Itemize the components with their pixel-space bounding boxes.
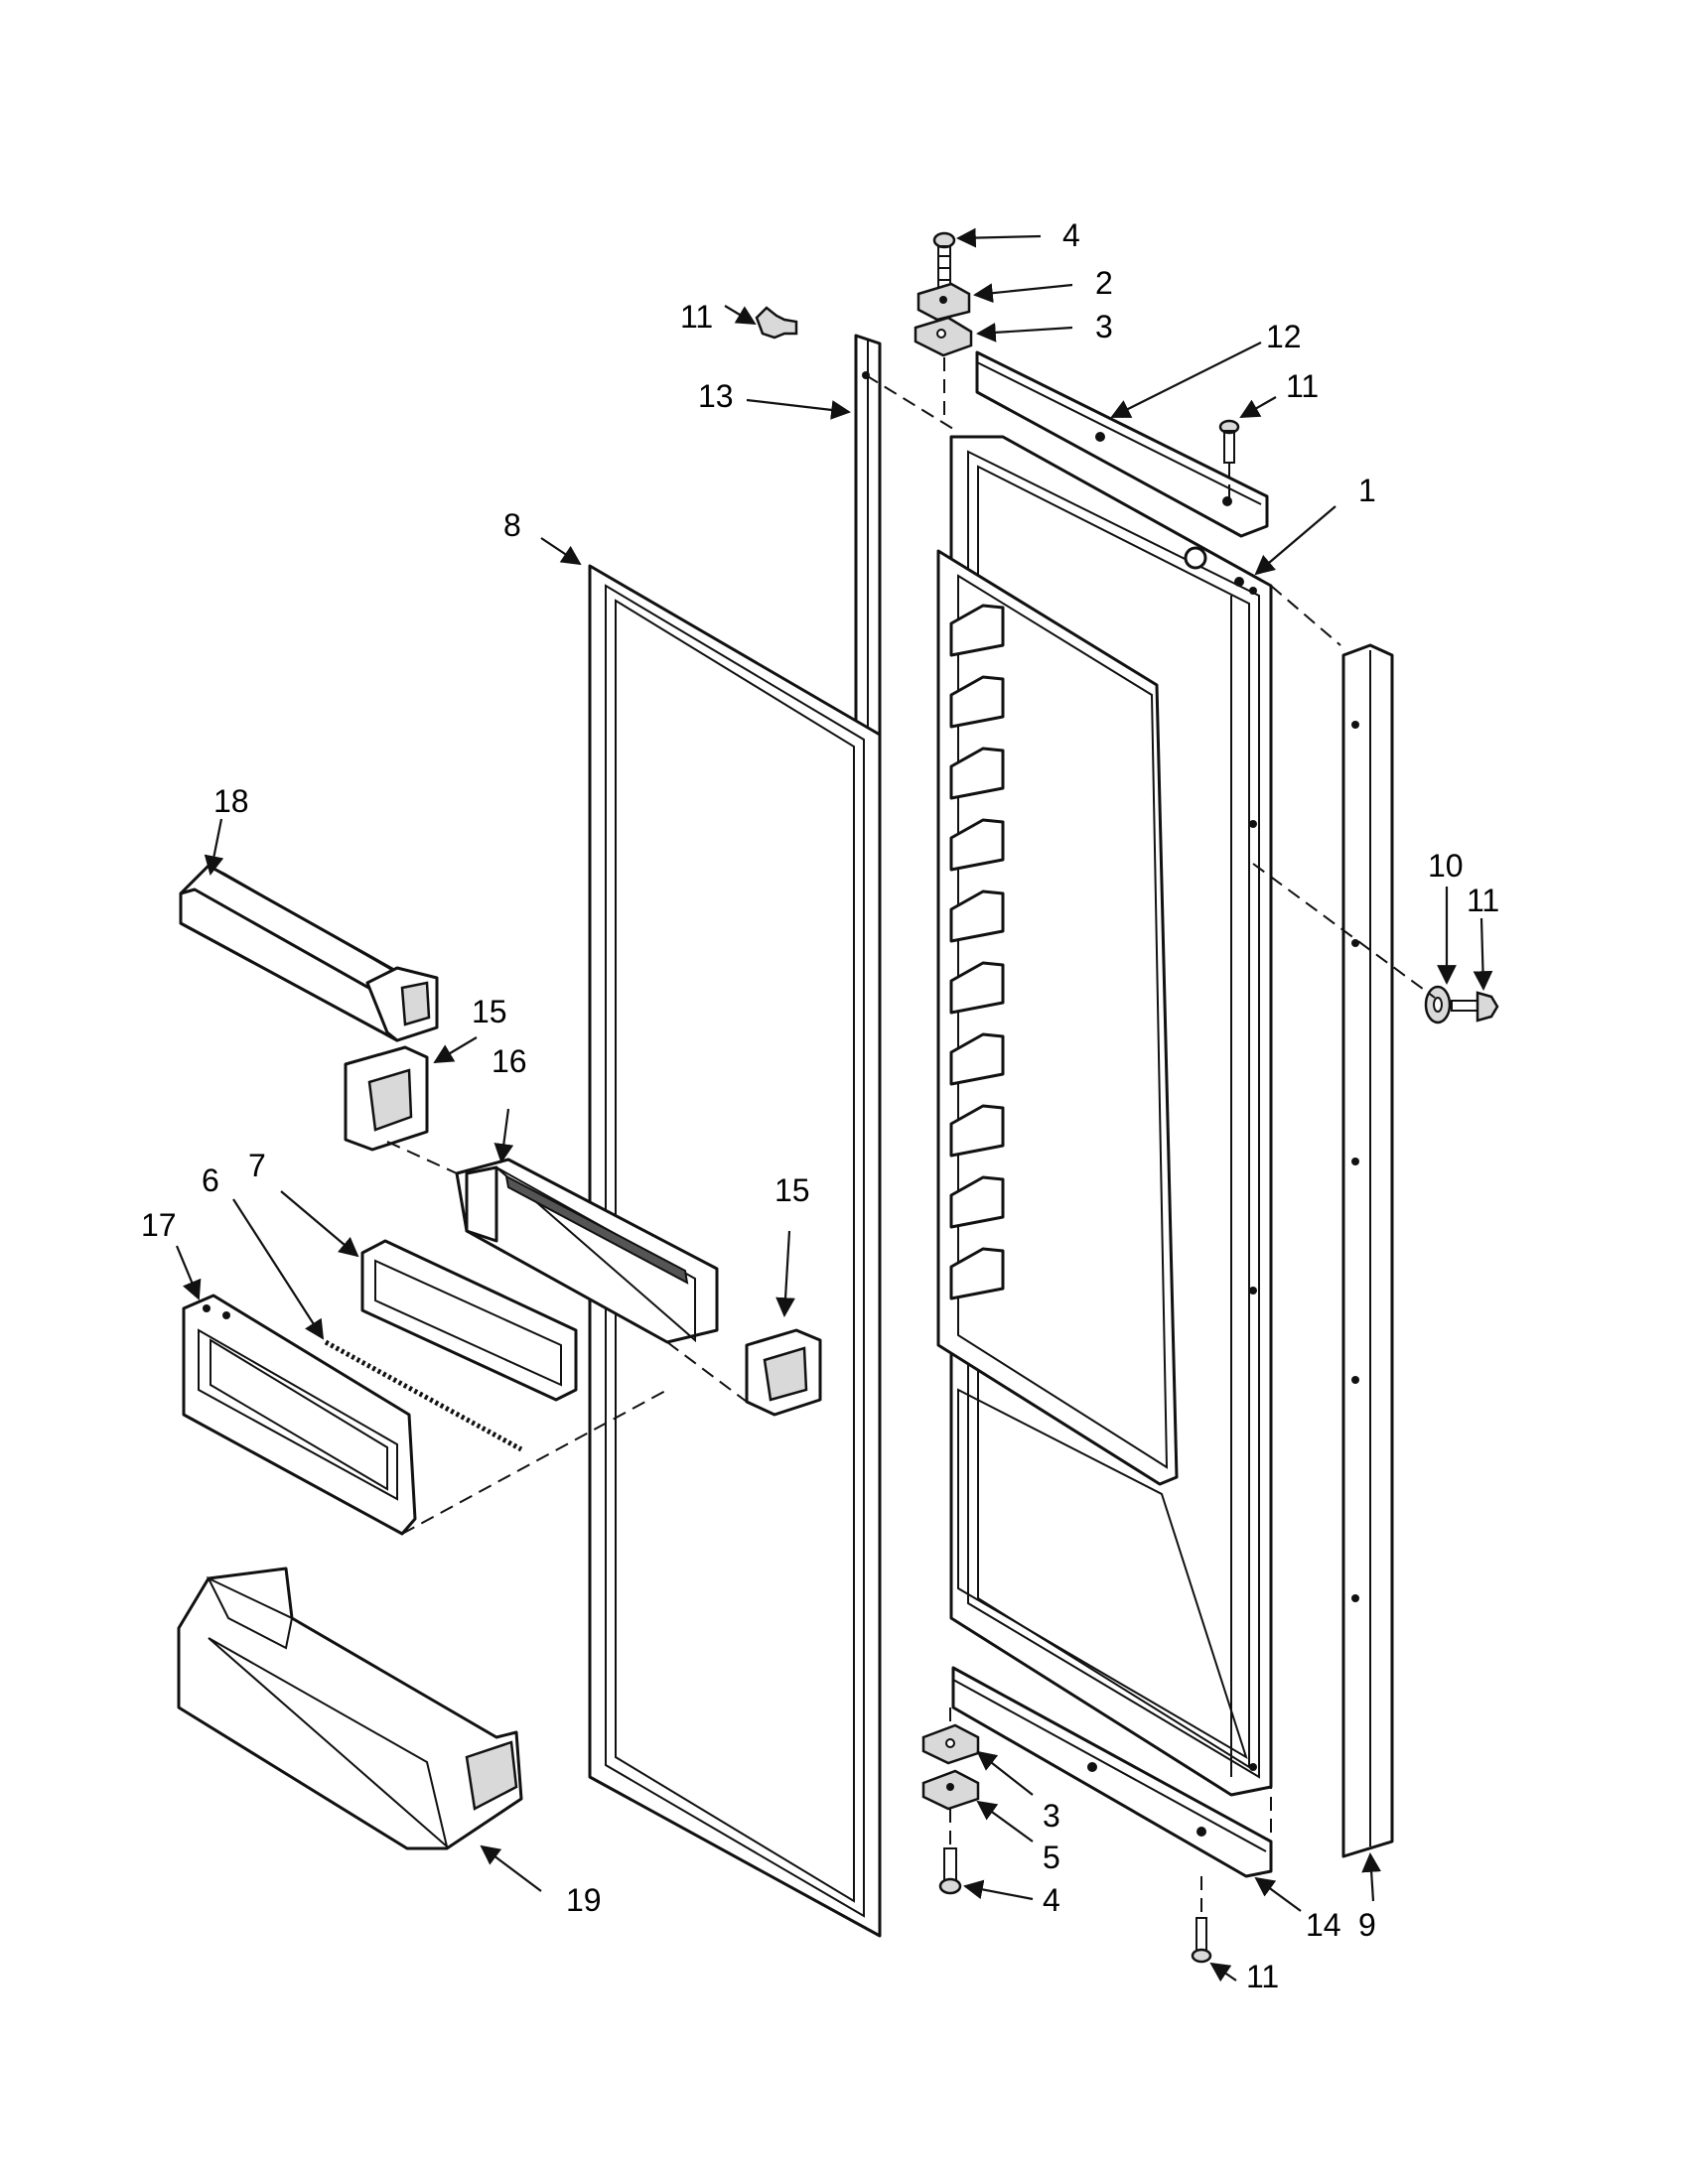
part-11-screw-bottom [1191,1917,1212,1964]
callout-12: 12 [1266,319,1302,354]
part-7-dairy-frame [360,1239,578,1402]
top-hinge-hardware [755,231,1240,464]
part-4-hinge-screw-top [932,231,956,291]
part-5-bottom-hinge [921,1769,980,1811]
part-10-washer [1424,985,1452,1024]
callout-11-top-right: 11 [1286,368,1319,404]
callout-13: 13 [698,378,734,414]
callout-7: 7 [248,1148,266,1183]
part-12-top-trim [975,350,1269,538]
callout-11-bottom: 11 [1246,1959,1279,1994]
part-15-bracket-right [745,1328,822,1417]
part-3-hinge-shim-bottom [921,1723,980,1765]
callout-8: 8 [503,507,521,543]
callout-19: 19 [566,1882,602,1918]
part-18-upper-door-bin [179,864,439,1042]
callout-3-bottom: 3 [1043,1798,1060,1834]
callout-2: 2 [1095,265,1113,301]
assembly-lines [386,357,1436,1916]
part-8-door-gasket [588,564,882,1938]
part-11-screw-right [1451,991,1499,1023]
callout-5: 5 [1043,1840,1060,1875]
callout-3-top: 3 [1095,309,1113,344]
callout-leaders [175,227,1493,1982]
part-15-bracket-left [344,1045,429,1152]
part-19-lower-door-bin [177,1567,523,1850]
bottom-hinge-hardware [921,985,1499,1964]
callout-15-right: 15 [774,1172,810,1208]
callout-10: 10 [1428,848,1464,884]
part-6-gasket-strip [324,1339,523,1452]
callout-4-bottom: 4 [1043,1882,1060,1918]
callout-labels: 4 2 3 12 11 13 11 1 8 18 10 11 15 16 7 6… [141,217,1499,1994]
callout-16: 16 [492,1043,527,1079]
part-9-side-strip [1341,643,1394,1858]
callout-11-right: 11 [1467,883,1499,918]
part-11-screw-upper-left [755,306,798,340]
callout-4-top: 4 [1062,217,1080,253]
callout-11-top-left: 11 [680,299,713,335]
part-16-dairy-housing [455,1158,719,1344]
part-14-bottom-trim [951,1666,1273,1878]
callout-14: 14 [1306,1907,1341,1943]
callout-15-left: 15 [472,994,507,1029]
callout-17: 17 [141,1207,177,1243]
door-shelf-ridges [949,604,1005,1300]
part-11-screw-top-right [1218,419,1240,464]
part-2-top-hinge [916,282,971,322]
part-4-hinge-screw-bottom [938,1847,962,1895]
callout-9: 9 [1358,1907,1376,1943]
part-17-dairy-door [182,1294,417,1536]
part-1-door-assembly [936,435,1273,1797]
part-3-hinge-shim-top [914,316,973,357]
callout-18: 18 [213,783,249,819]
callout-1: 1 [1358,473,1376,508]
callout-6: 6 [202,1162,219,1198]
